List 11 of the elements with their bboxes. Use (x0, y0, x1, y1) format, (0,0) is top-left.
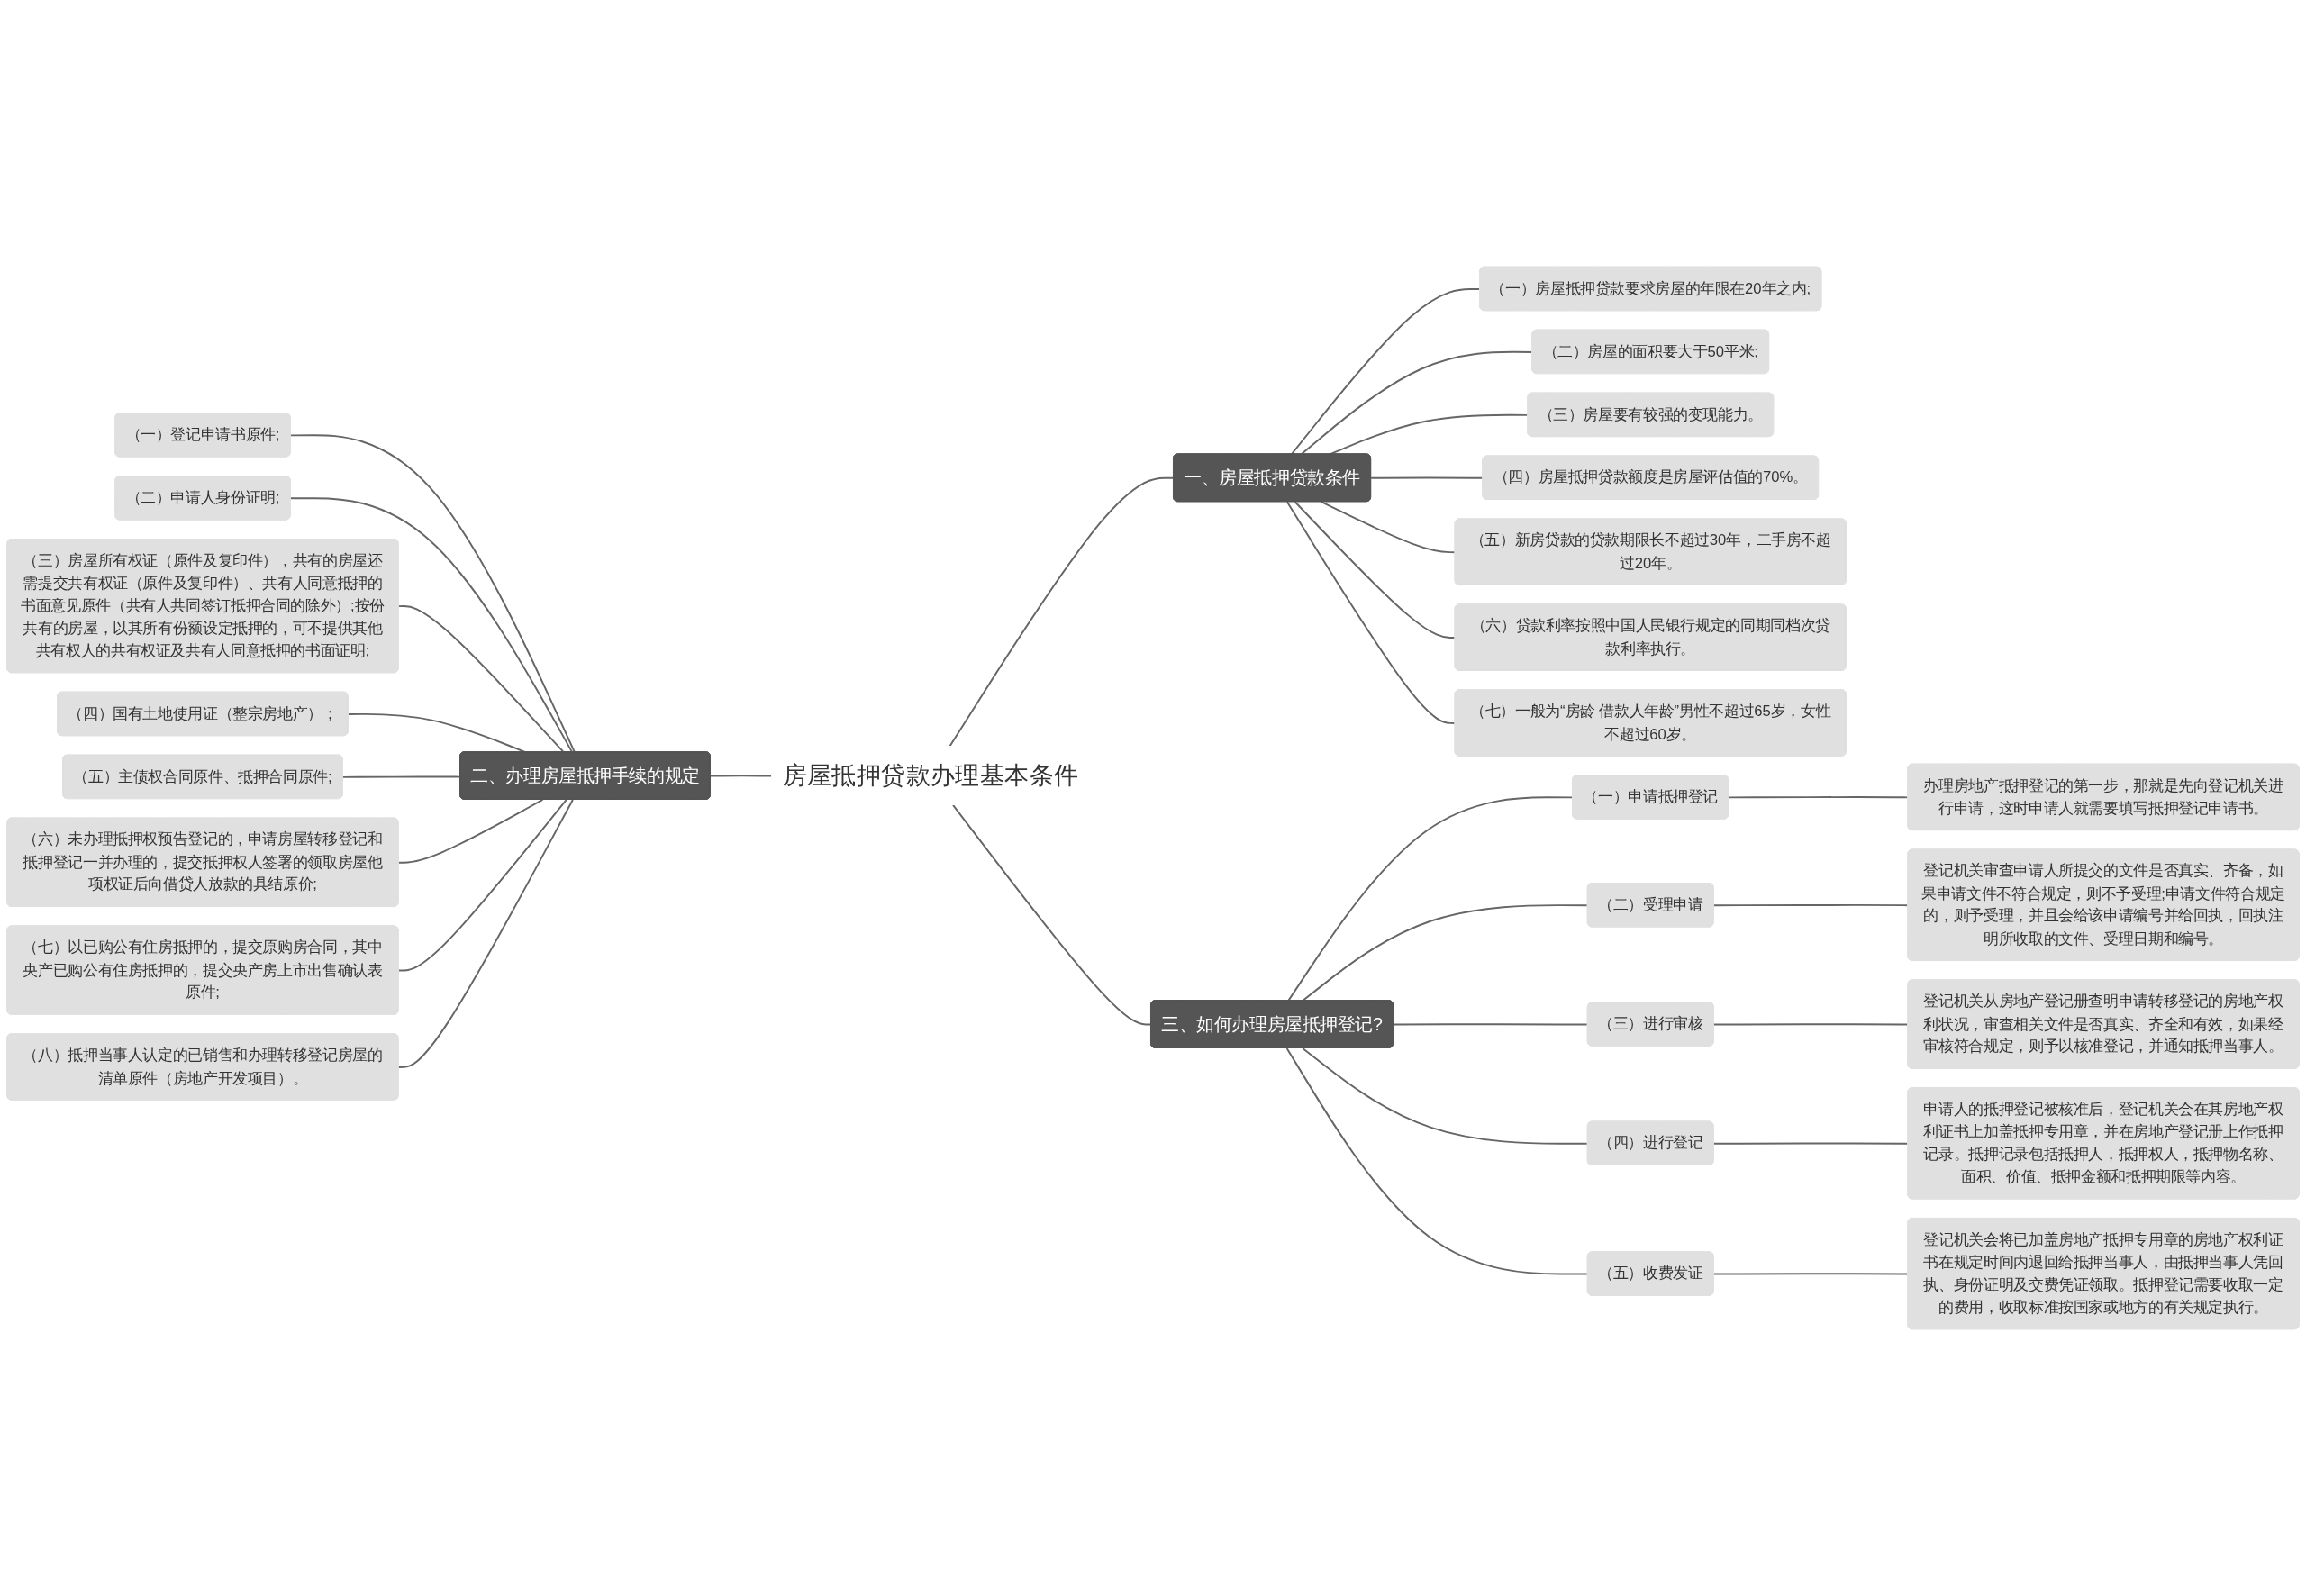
connector (397, 799, 574, 1068)
connector (1302, 1047, 1589, 1145)
connector (1320, 501, 1457, 554)
connector (1294, 501, 1457, 639)
connector (1393, 1023, 1589, 1026)
node-text: 房屋抵押贷款办理基本条件 (782, 761, 1079, 789)
connector (397, 799, 544, 864)
connector (397, 799, 567, 972)
connector (952, 803, 1152, 1026)
connector (1285, 1047, 1589, 1275)
connector (1285, 501, 1457, 724)
